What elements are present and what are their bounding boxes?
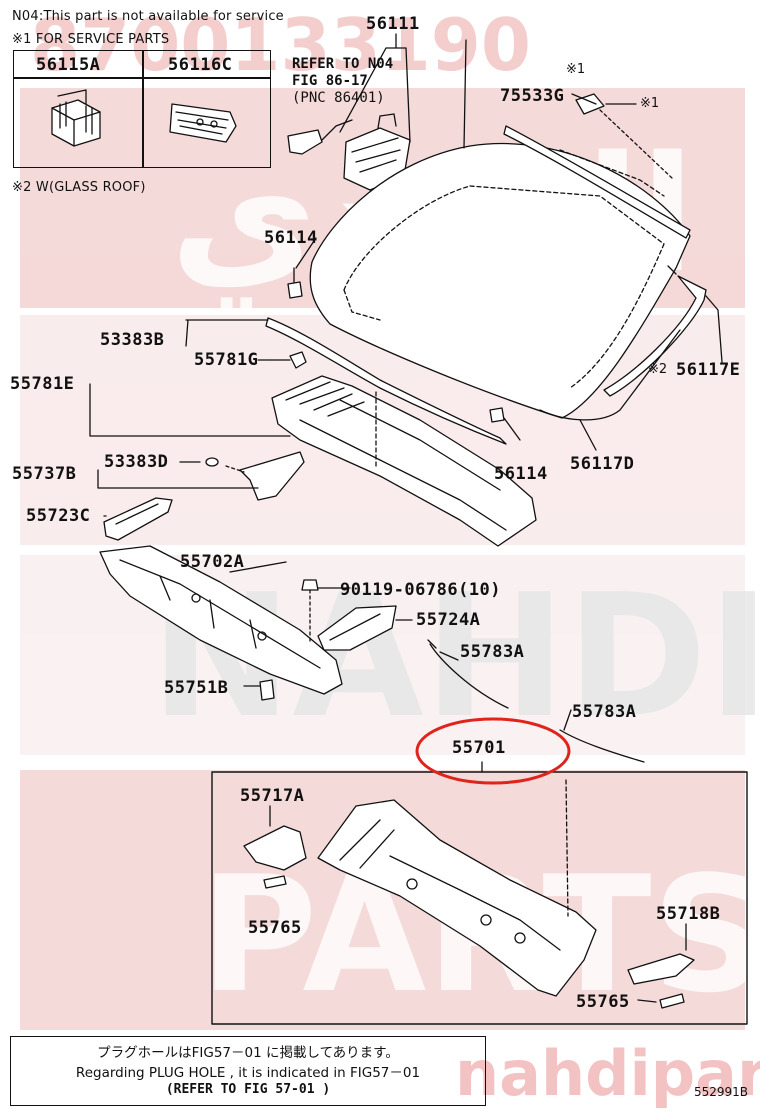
- bracket-55723c-drawing: [103, 497, 173, 541]
- part-label-55781g[interactable]: 55781G: [194, 350, 259, 370]
- seal-55783a-drawing: [427, 639, 645, 763]
- plug-hole-note-english: Regarding PLUG HOLE , it is indicated in…: [75, 1065, 421, 1081]
- cowl-panel-55701-drawing: [317, 779, 597, 997]
- part-label-56114-lower[interactable]: 56114: [494, 464, 548, 484]
- part-label-55702a[interactable]: 55702A: [180, 552, 245, 572]
- header-note-not-serviceable: N04:This part is not available for servi…: [12, 9, 284, 24]
- refer-note: REFER TO N04 FIG 86-17 (PNC 86401): [292, 56, 393, 107]
- bracket-55724a-drawing: [317, 605, 397, 651]
- refer-line-1[interactable]: REFER TO N04: [292, 56, 394, 72]
- part-label-75533g[interactable]: 75533G: [500, 86, 565, 106]
- plug-hole-note-japanese: プラグホールはFIG57－01 に掲載してあります。: [97, 1045, 399, 1061]
- refer-line-3: (PNC 86401): [292, 90, 385, 106]
- bracket-55717a-drawing: [243, 805, 307, 889]
- service-mark-1a: ※1: [566, 62, 586, 77]
- plug-hole-note-reference[interactable]: (REFER TO FIG 57-01 ): [165, 1082, 331, 1097]
- bolt-90119-drawing: [301, 579, 319, 645]
- part-label-55783a-lower[interactable]: 55783A: [572, 702, 637, 722]
- part-label-55765-right[interactable]: 55765: [576, 992, 630, 1012]
- part-label-90119-06786[interactable]: 90119-06786(10): [340, 580, 502, 600]
- figure-id: 552991B: [694, 1085, 749, 1099]
- part-label-55717a[interactable]: 55717A: [240, 786, 305, 806]
- part-label-55751b[interactable]: 55751B: [164, 678, 229, 698]
- dash-panel-drawing: [99, 545, 343, 695]
- part-label-55723c[interactable]: 55723C: [26, 506, 91, 526]
- lower-molding-d-drawing: [539, 329, 681, 451]
- part-label-55718b[interactable]: 55718B: [656, 904, 721, 924]
- plug-hole-note: プラグホールはFIG57－01 に掲載してあります。 Regarding PLU…: [10, 1036, 486, 1106]
- grommet-55751b-drawing: [243, 679, 275, 701]
- part-label-55701[interactable]: 55701: [452, 738, 506, 758]
- part-label-56111[interactable]: 56111: [366, 14, 420, 34]
- service-parts-legend: 56115A 56116C: [13, 50, 271, 168]
- part-label-55765-left[interactable]: 55765: [248, 918, 302, 938]
- part-label-53383d[interactable]: 53383D: [104, 452, 169, 472]
- part-label-56117d[interactable]: 56117D: [570, 454, 635, 474]
- highlight-ellipse: [415, 717, 571, 785]
- weatherstrip-drawing: [185, 317, 507, 445]
- header-note-service-parts: ※1 FOR SERVICE PARTS: [12, 32, 170, 47]
- header-note-glass-roof: ※2 W(GLASS ROOF): [12, 180, 146, 195]
- bracket-55737b-drawing: [97, 451, 305, 501]
- part-label-55724a[interactable]: 55724A: [416, 610, 481, 630]
- windshield-glass-drawing: [309, 39, 691, 419]
- part-label-55781e[interactable]: 55781E: [10, 374, 75, 394]
- clip-55781g-drawing: [269, 351, 307, 369]
- part-label-55783a-upper[interactable]: 55783A: [460, 642, 525, 662]
- part-label-56117e[interactable]: 56117E: [676, 360, 741, 380]
- assembly-box: [211, 771, 748, 1025]
- legend-part-right[interactable]: 56116C: [168, 55, 233, 75]
- part-label-55737b[interactable]: 55737B: [12, 464, 77, 484]
- refer-line-2: FIG 86-17: [292, 73, 368, 89]
- service-mark-1b: ※1: [640, 96, 660, 111]
- clip-56115a-drawing: [51, 89, 101, 147]
- part-label-56114-upper[interactable]: 56114: [264, 228, 318, 248]
- bracket-55718b-drawing: [627, 923, 695, 1009]
- clip-56114-drawing: [287, 267, 521, 441]
- legend-divider-vertical: [142, 51, 144, 167]
- glass-roof-mark: ※2: [648, 362, 668, 377]
- clip-56116c-drawing: [169, 103, 237, 143]
- legend-part-left[interactable]: 56115A: [36, 55, 101, 75]
- side-molding-e-drawing: [603, 275, 723, 397]
- cowl-top-panel-drawing: [89, 375, 537, 547]
- part-label-53383b[interactable]: 53383B: [100, 330, 165, 350]
